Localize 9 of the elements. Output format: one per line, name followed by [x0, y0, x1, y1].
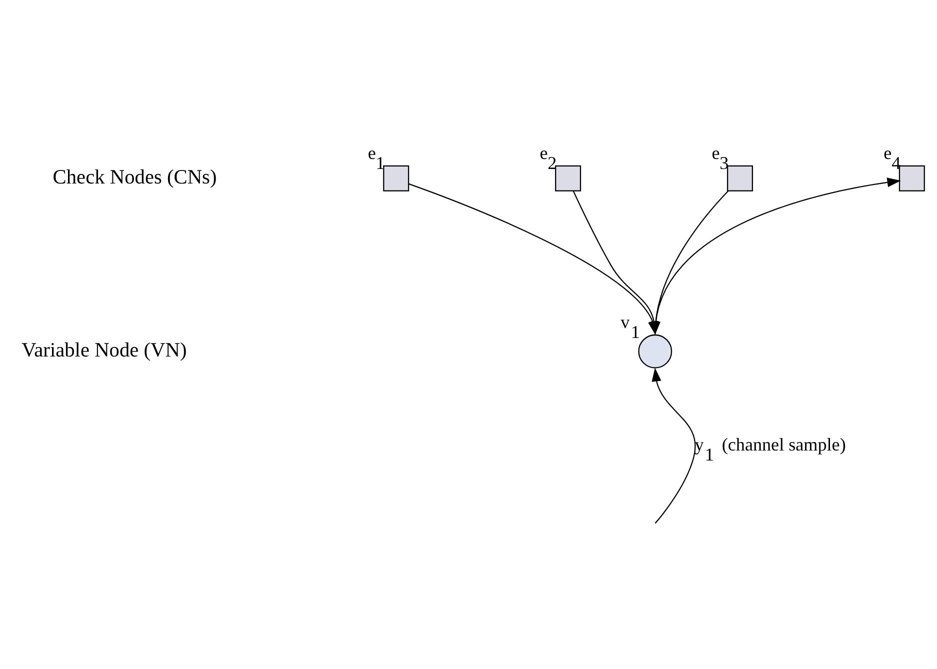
arrow: [654, 177, 901, 333]
node-box: [726, 164, 753, 191]
label: Check Nodes (CNs): [52, 166, 217, 188]
arrow: [652, 367, 696, 524]
node-circle: [638, 334, 672, 368]
node-box: [898, 164, 925, 191]
node-box: [555, 164, 582, 191]
node-box: [383, 164, 410, 191]
label: Variable Node (VN): [22, 338, 187, 361]
